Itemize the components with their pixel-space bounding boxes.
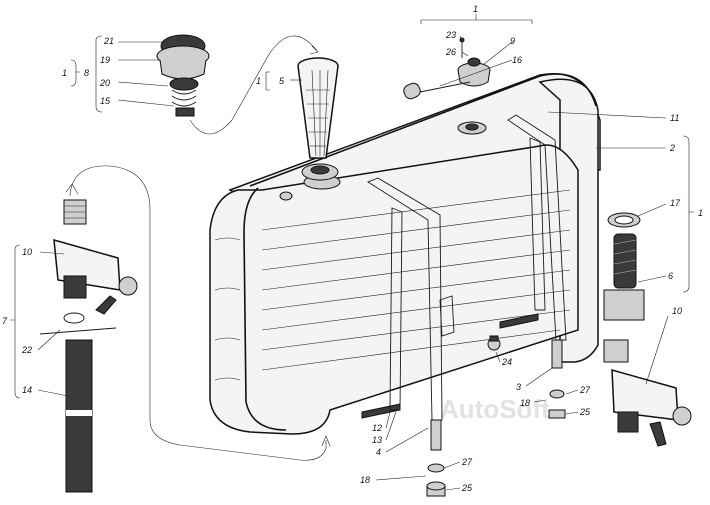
filter-gasket xyxy=(607,212,641,228)
callout-11: 11 xyxy=(670,113,679,123)
fuel-tank xyxy=(209,73,601,435)
nut-washer-bottom xyxy=(426,463,446,497)
callout-6: 6 xyxy=(668,271,673,281)
tank-straps xyxy=(367,114,567,451)
callout-17: 17 xyxy=(670,198,681,208)
callout-24: 24 xyxy=(501,357,512,367)
callout-22: 22 xyxy=(21,345,32,355)
callout-27-right: 27 xyxy=(579,385,591,395)
fuel-filter xyxy=(603,233,645,321)
callout-10-right: 10 xyxy=(672,306,682,316)
callout-4: 4 xyxy=(376,447,381,457)
callout-23: 23 xyxy=(445,30,456,40)
callout-19: 19 xyxy=(100,55,110,65)
nut-washer-right xyxy=(548,389,566,419)
callout-9: 9 xyxy=(510,36,515,46)
filler-cap-assembly xyxy=(156,34,210,117)
callout-25-bottom: 25 xyxy=(461,483,473,493)
callout-2: 2 xyxy=(669,143,675,153)
callout-14: 14 xyxy=(22,385,32,395)
filler-neck xyxy=(297,57,339,181)
callout-18-bottom: 18 xyxy=(360,475,370,485)
callout-3: 3 xyxy=(516,382,521,392)
callout-labels: 1 23 9 26 16 1 8 21 19 20 15 1 5 11 2 17… xyxy=(2,4,703,493)
callout-10-left: 10 xyxy=(22,247,32,257)
callout-12: 12 xyxy=(372,423,382,433)
callout-1-cap: 1 xyxy=(62,68,67,78)
fuel-gauge-sender xyxy=(403,37,491,100)
callout-1-sender: 1 xyxy=(473,4,478,14)
callout-27-bottom: 27 xyxy=(461,457,473,467)
hose-clamp xyxy=(39,312,117,335)
drain-plug xyxy=(487,335,501,351)
callout-1-neck: 1 xyxy=(256,76,261,86)
callout-25-right: 25 xyxy=(579,407,591,417)
callout-5: 5 xyxy=(279,76,285,86)
callout-26: 26 xyxy=(445,47,456,57)
callout-15: 15 xyxy=(100,96,111,106)
fuel-tap-right xyxy=(603,339,692,447)
watermark: AutoSoft xyxy=(440,394,550,424)
callout-1-filter: 1 xyxy=(698,208,703,218)
callout-16: 16 xyxy=(512,55,522,65)
callout-21: 21 xyxy=(103,36,114,46)
fuel-hose xyxy=(65,339,93,493)
callout-18-right: 18 xyxy=(520,398,530,408)
callout-8: 8 xyxy=(84,68,89,78)
callout-7: 7 xyxy=(2,316,8,326)
callout-20: 20 xyxy=(99,78,110,88)
fuel-tap-left xyxy=(53,199,138,315)
callout-13: 13 xyxy=(372,435,382,445)
